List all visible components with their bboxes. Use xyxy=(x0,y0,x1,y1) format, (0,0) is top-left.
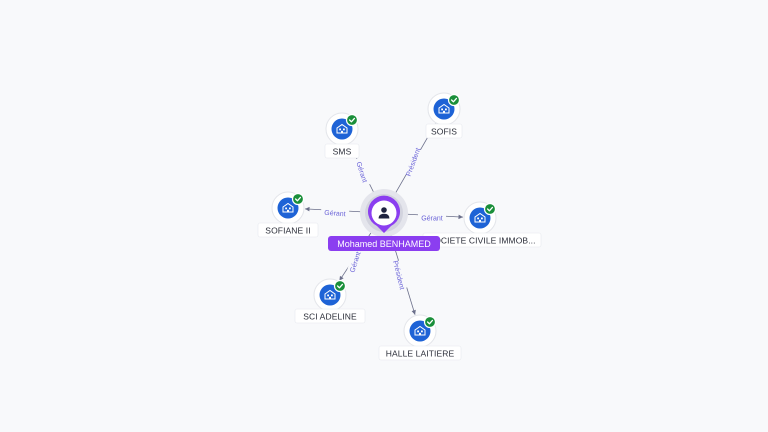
company-node-sms[interactable]: SMS xyxy=(324,112,360,159)
company-node-sofis[interactable]: SOFIS xyxy=(425,92,463,139)
person-name-label: Mohamed BENHAMED xyxy=(337,239,431,249)
building-icon xyxy=(282,202,294,213)
company-label: SOCIETE CIVILE IMMOB... xyxy=(428,236,535,246)
building-icon xyxy=(336,123,348,134)
edge-relation-label: Gérant xyxy=(418,213,446,223)
company-node-sci-civile[interactable]: SOCIETE CIVILE IMMOB... xyxy=(422,201,542,248)
verified-check-icon xyxy=(333,279,347,293)
person-pin-inner xyxy=(371,200,397,226)
company-node-halle[interactable]: HALLE LAITIERE xyxy=(378,314,462,361)
edge-relation-label: Président xyxy=(403,147,422,177)
edge-arrow-icon xyxy=(411,309,416,315)
company-label: SMS xyxy=(333,147,352,157)
edge-label-bg xyxy=(353,157,372,187)
company-node-sofiane[interactable]: SOFIANE II xyxy=(257,191,319,238)
company-node-sci-adeline[interactable]: SCI ADELINE xyxy=(294,278,366,324)
company-label: SOFIANE II xyxy=(265,226,310,236)
edge-relation-label: Gérant xyxy=(345,247,364,277)
company-label: SCI ADELINE xyxy=(303,312,357,322)
company-label-bg xyxy=(425,123,463,139)
person-label-bg xyxy=(328,236,440,251)
edge-label-bg xyxy=(345,247,364,277)
edge-relation-text: Gérant xyxy=(421,216,442,223)
building-icon xyxy=(414,325,426,336)
company-label: HALLE LAITIERE xyxy=(386,349,455,359)
edge-relation-label: Président xyxy=(391,260,408,290)
edge-relation-text: Gérant xyxy=(354,161,367,184)
edge-relation-label: Gérant xyxy=(320,207,350,218)
edge-label-bg xyxy=(391,260,408,290)
company-label-bg xyxy=(378,345,462,361)
edge-arrow-icon xyxy=(339,275,344,281)
verified-check-icon xyxy=(291,192,305,206)
company-label-bg xyxy=(257,222,319,238)
building-icon xyxy=(324,289,336,300)
edge-label-bg xyxy=(320,207,350,218)
edge-arrow-icon xyxy=(458,214,464,220)
verified-check-icon xyxy=(423,315,437,329)
edge-arrow-icon xyxy=(304,206,310,212)
edge-relation-label: Gérant xyxy=(353,157,372,187)
edge-label-bg xyxy=(403,147,422,177)
company-label: SOFIS xyxy=(431,127,457,137)
building-icon xyxy=(474,212,486,223)
center-node[interactable]: Mohamed BENHAMED xyxy=(328,189,440,251)
company-label-bg xyxy=(294,308,366,324)
edge-sci-civile: Gérant xyxy=(402,213,464,223)
company-label-bg xyxy=(324,143,360,159)
edge-relation-text: Gérant xyxy=(349,251,362,274)
edge-relation-text: Gérant xyxy=(324,210,346,218)
edge-label-bg xyxy=(418,213,446,222)
verified-check-icon xyxy=(483,202,497,216)
building-icon xyxy=(438,103,450,114)
person-icon xyxy=(378,207,390,219)
nodes-layer: SMS SOFIS SOFIANE II SOCIETE CIVILE IMMOB..… xyxy=(257,92,542,361)
verified-check-icon xyxy=(345,113,359,127)
verified-check-icon xyxy=(447,93,461,107)
edge-sofiane: Gérant xyxy=(304,206,366,218)
